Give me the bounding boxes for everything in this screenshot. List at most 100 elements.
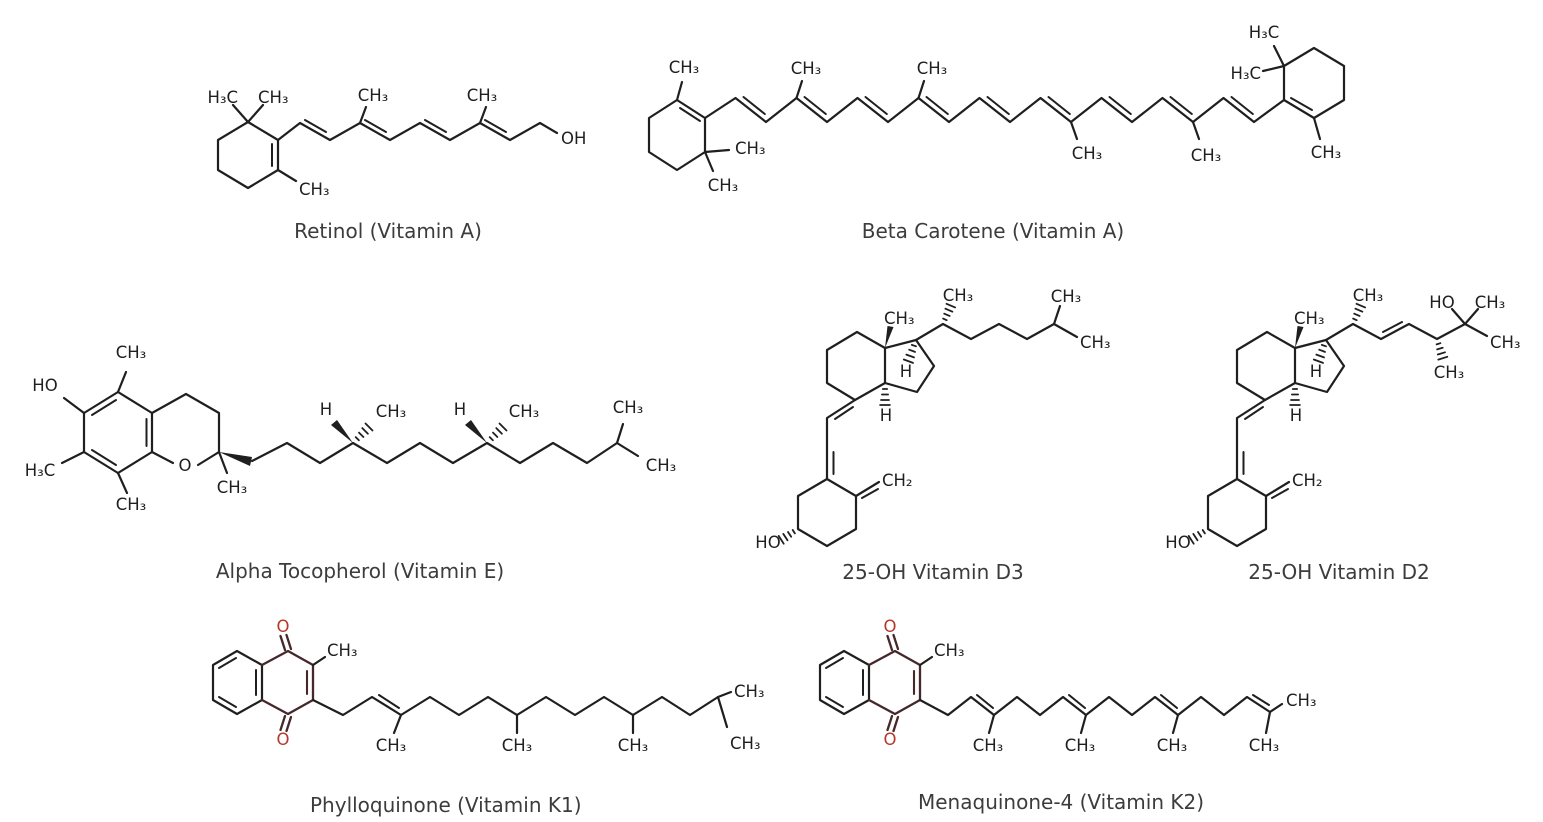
d3-c21-hash [942,302,956,322]
retinol-substituent-bonds [231,103,488,183]
d2-c18-wedge [1295,326,1304,348]
atom-label: CH₃ [1191,146,1222,165]
molecule-vitamin-d3: CH₃ CH₃ CH₃ CH₃ H H CH₂ HO [755,286,1110,552]
d2-c17-h-hash [1312,344,1327,364]
k2-quinone-ring [867,649,922,716]
d3-diene [825,398,857,481]
molecule-alpha-tocopherol: HO CH₃ H₃C CH₃ O CH₃ H CH₃ H CH₃ CH₃ CH₃ [25,343,677,514]
oxygen-label: O [277,617,290,636]
oxygen-label: O [884,617,897,636]
caption-vitamin-d2: 25-OH Vitamin D2 [1248,560,1430,584]
d3-ring-c [825,330,887,402]
tocopherol-substituents [60,370,229,495]
d2-c25-bonds [1450,307,1489,338]
atom-label: CH₃ [358,86,389,105]
molecule-phylloquinone: O O CH₃ CH₃ CH₃ CH₃ CH₃ CH₃ [211,617,765,755]
k1-chain [311,695,720,717]
k1-quinone-ring [260,649,315,716]
k2-benzene-ring [818,649,871,716]
atom-label: OH [561,129,586,148]
atom-label: CH₃ [1490,333,1521,352]
carotene-right-ring [1282,46,1346,120]
carotene-chain-doubles [742,96,1254,115]
atom-label: H [1290,406,1302,425]
carotene-right-substituents [1261,44,1322,141]
d3-ring-a [796,477,858,548]
retinol-chain [276,121,559,142]
k2-carbonyl-top [886,633,900,652]
d3-methylene-bond [854,480,881,498]
atom-label: CH₃ [973,736,1004,755]
k1-carbonyl-bottom [279,714,293,733]
k2-benzene-doubles [825,657,864,708]
atom-label: CH₃ [1065,736,1096,755]
k1-chain-double [378,694,400,709]
d3-ho-hash [777,529,796,545]
caption-phylloquinone: Phylloquinone (Vitamin K1) [310,793,582,817]
d3-c17-h-hash [902,344,917,364]
k1-carbonyl-top [279,633,293,652]
atom-label: CH₃ [327,641,358,660]
tocopherol-s2-h-wedge [465,420,487,443]
atom-label: H [454,400,466,419]
molecule-vitamin-d2: CH₃ CH₃ HO CH₃ CH₃ CH₃ H H CH₂ HO [1165,286,1520,552]
d2-c24-hash [1435,342,1449,361]
d3-ring-d [883,338,936,394]
caption-retinol: Retinol (Vitamin A) [294,219,482,243]
d2-ring-d [1293,338,1346,394]
d2-ho-hash [1187,529,1206,545]
caption-vitamin-d3: 25-OH Vitamin D3 [842,560,1024,584]
carotene-right-ring-double [1290,97,1313,111]
d2-ring-c [1235,330,1297,402]
tocopherol-c2-wedge [219,452,252,466]
atom-label: CH₃ [791,59,822,78]
atom-label: H₃C [1230,64,1261,83]
d3-methylene-double [861,488,879,499]
atom-label: CH₃ [1353,286,1384,305]
k2-chain-methyl-stubs [987,702,1284,735]
atom-label: CH₃ [917,59,948,78]
d2-chain-double [1382,321,1403,333]
atom-label: CH₃ [116,495,147,514]
atom-label: CH₃ [943,286,974,305]
atom-label: CH₃ [1434,363,1465,382]
oxygen-label: O [277,730,290,749]
d2-methylene-double [1271,488,1289,499]
atom-label: CH₃ [735,139,766,158]
atom-label: H [1310,362,1322,381]
carotene-chain-methyl-stubs [795,79,1201,141]
k2-chain-doubles [976,694,1270,709]
atom-label: CH₃ [1286,691,1317,710]
d2-c14-h-hash [1289,388,1301,406]
atom-label: O [179,456,192,475]
atom-label: CH₃ [708,176,739,195]
d2-methylene-bond [1264,480,1291,498]
tocopherol-s2-hash [488,422,508,442]
atom-label: H₃C [207,88,238,107]
atom-label: H [880,406,892,425]
d2-ring-a [1206,477,1268,548]
atom-label: CH₃ [376,402,407,421]
atom-label: CH₃ [1051,287,1082,306]
tocopherol-terminal-methyl-stub [615,422,625,445]
d2-c21-hash [1352,302,1366,322]
atom-label: H₃C [25,461,56,480]
atom-label: CH₃ [1294,309,1325,328]
atom-label: HO [1165,533,1190,552]
atom-label: CH₃ [258,88,289,107]
carotene-chain [703,96,1286,124]
k2-ring-methyl-bond [918,655,934,667]
tocopherol-aromatic-ring [82,390,154,475]
atom-label: CH₃ [730,734,761,753]
tocopherol-aromatic-doubles [91,399,148,466]
caption-alpha-tocopherol: Alpha Tocopherol (Vitamin E) [215,559,505,583]
atom-label: CH₃ [884,309,915,328]
molecule-menaquinone: O O CH₃ CH₃ CH₃ CH₃ CH₃ CH₃ [818,617,1317,755]
caption-beta-carotene: Beta Carotene (Vitamin A) [861,219,1125,243]
d3-c18-wedge [885,326,894,348]
d2-diene [1235,398,1267,481]
atom-label: H [320,400,332,419]
oxygen-label: O [884,730,897,749]
atom-label: CH₃ [1249,736,1280,755]
tocopherol-s1-hash [354,422,374,442]
